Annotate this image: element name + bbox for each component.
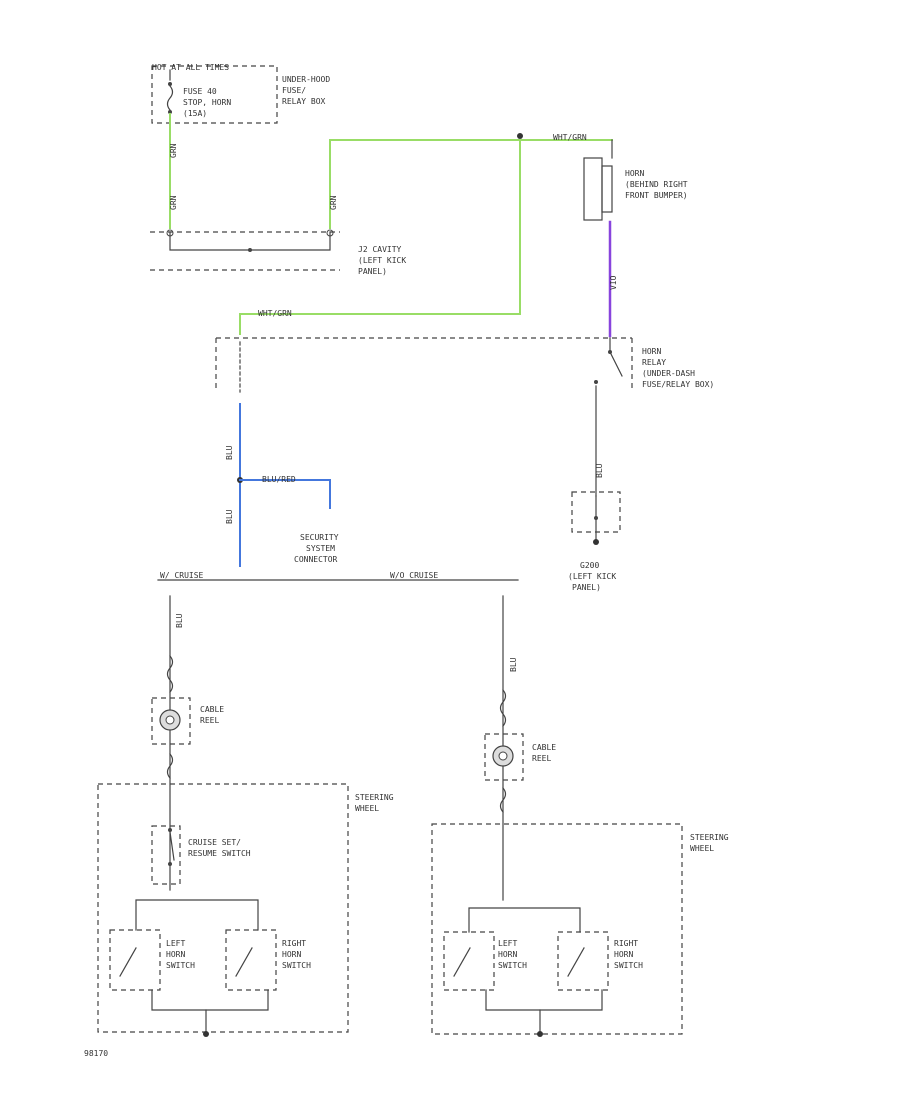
- horn-label-3: FRONT BUMPER): [625, 191, 688, 200]
- hot-at-all-times-label: HOT AT ALL TIMES: [152, 63, 229, 72]
- right-horn-1-label-3: SWITCH: [282, 961, 311, 970]
- wire-code-vio: VIO: [609, 275, 618, 290]
- without-cruise-label: W/O CRUISE: [390, 571, 438, 580]
- left-horn-switch-1-box: [109, 929, 161, 991]
- wire-code-blk: BLU: [595, 463, 604, 478]
- wire-code-left-1: BLU: [175, 613, 184, 628]
- horn-relay-label-2: RELAY: [642, 358, 666, 367]
- horn-relay-label-1: HORN: [642, 347, 661, 356]
- cruise-switch-label-1: CRUISE SET/: [188, 838, 241, 847]
- splice-top: [517, 133, 523, 139]
- horn-icon: [583, 157, 603, 221]
- cruise-switch-icon: [169, 831, 175, 861]
- wire-code-right-1: BLU: [509, 657, 518, 672]
- cable-reel-2-label-2: REEL: [532, 754, 551, 763]
- security-connector: SECURITY SYSTEM CONNECTOR: [294, 533, 339, 564]
- left-horn-2-label-2: HORN: [498, 950, 517, 959]
- wire-code-blu-1: BLU: [225, 445, 234, 460]
- j2-label-3: PANEL): [358, 267, 387, 276]
- wire-code-wht-grn-right: GRN: [329, 195, 338, 210]
- horn-relay: HORN RELAY (UNDER-DASH FUSE/RELAY BOX): [215, 337, 714, 392]
- horn-relay-label-4: FUSE/RELAY BOX): [642, 380, 714, 389]
- right-horn-switch-2-box: [557, 931, 609, 991]
- horn-relay-label-3: (UNDER-DASH: [642, 369, 695, 378]
- connector-icon: [166, 655, 174, 693]
- security-label-3: CONNECTOR: [294, 555, 338, 564]
- right-horn-2-label-2: HORN: [614, 950, 633, 959]
- wht-grn-mid-label: WHT/GRN: [258, 309, 292, 318]
- security-label-2: SYSTEM: [306, 544, 335, 553]
- underhood-label-3: RELAY BOX: [282, 97, 326, 106]
- g200-label-3: PANEL): [572, 583, 601, 592]
- wire-code-blu-2: BLU: [225, 509, 234, 524]
- right-horn-switch-1-icon: [235, 947, 253, 977]
- fuse-icon: [166, 85, 174, 111]
- cable-reel-2-label-1: CABLE: [532, 743, 556, 752]
- wire-code-grn: GRN: [169, 143, 178, 158]
- underhood-fuse-box: HOT AT ALL TIMES FUSE 40 STOP, HORN (15A…: [151, 63, 330, 124]
- wht-grn-top-label: WHT/GRN: [553, 133, 587, 142]
- fuse-terminal-dot: [168, 82, 172, 86]
- steering-wheel-2: STEERING WHEEL LEFT HORN SWITCH RIGHT HO…: [431, 823, 729, 1037]
- horn-label-1: HORN: [625, 169, 644, 178]
- right-horn-switch-1-box: [225, 929, 277, 991]
- steering-2-label-1: STEERING: [690, 833, 729, 842]
- horn: HORN (BEHIND RIGHT FRONT BUMPER): [583, 157, 688, 221]
- g200-label-1: G200: [580, 561, 599, 570]
- figure-code: 98170: [84, 1049, 108, 1058]
- blue-wire-security: [239, 479, 331, 509]
- cruise-switch-label-2: RESUME SWITCH: [188, 849, 251, 858]
- cable-reel-2: CABLE REEL: [484, 733, 556, 781]
- g200-label-2: (LEFT KICK: [568, 572, 616, 581]
- right-horn-switch-2-icon: [567, 947, 585, 977]
- left-horn-2-label-3: SWITCH: [498, 961, 527, 970]
- steering-wheel-1: STEERING WHEEL CRUISE SET/ RESUME SWITCH…: [97, 783, 394, 1037]
- security-label-1: SECURITY: [300, 533, 339, 542]
- j2-label-2: (LEFT KICK: [358, 256, 406, 265]
- cruise-switch-box: [151, 825, 181, 885]
- right-horn-1-label-1: RIGHT: [282, 939, 306, 948]
- left-horn-1-label-2: HORN: [166, 950, 185, 959]
- cable-reel-1-label-1: CABLE: [200, 705, 224, 714]
- ground-2-icon: [537, 1031, 543, 1037]
- underhood-label-1: UNDER-HOOD: [282, 75, 330, 84]
- blu-red-label: BLU/RED: [262, 475, 296, 484]
- left-horn-switch-2-icon: [453, 947, 471, 977]
- underhood-label-2: FUSE/: [282, 86, 306, 95]
- cable-reel-1: CABLE REEL: [151, 697, 224, 745]
- relay-switch-icon: [609, 351, 623, 377]
- j2-cavity: J2 CAVITY (LEFT KICK PANEL): [150, 229, 406, 276]
- left-horn-switch-1-icon: [119, 947, 137, 977]
- left-horn-2-label-1: LEFT: [498, 939, 517, 948]
- steering-1-label-2: WHEEL: [355, 804, 379, 813]
- steering-2-label-2: WHEEL: [690, 844, 714, 853]
- green-wire-down: [239, 139, 521, 335]
- wire-code-wht-grn-left: GRN: [169, 195, 178, 210]
- j2-label-1: J2 CAVITY: [358, 245, 402, 254]
- left-horn-1-label-1: LEFT: [166, 939, 185, 948]
- ground-icon: [593, 539, 599, 545]
- green-wire-top: [329, 139, 613, 229]
- cable-reel-1-label-2: REEL: [200, 716, 219, 725]
- right-horn-1-label-2: HORN: [282, 950, 301, 959]
- fuse-label-1: FUSE 40: [183, 87, 217, 96]
- right-horn-2-label-3: SWITCH: [614, 961, 643, 970]
- fuse-label-3: (15A): [183, 109, 207, 118]
- ground-1-icon: [203, 1031, 209, 1037]
- right-horn-2-label-1: RIGHT: [614, 939, 638, 948]
- left-horn-switch-2-box: [443, 931, 495, 991]
- with-cruise-label: W/ CRUISE: [160, 571, 204, 580]
- ground-g200: G200 (LEFT KICK PANEL): [568, 491, 621, 592]
- horn-label-2: (BEHIND RIGHT: [625, 180, 688, 189]
- fuse-label-2: STOP, HORN: [183, 98, 231, 107]
- steering-1-label-1: STEERING: [355, 793, 394, 802]
- left-horn-1-label-3: SWITCH: [166, 961, 195, 970]
